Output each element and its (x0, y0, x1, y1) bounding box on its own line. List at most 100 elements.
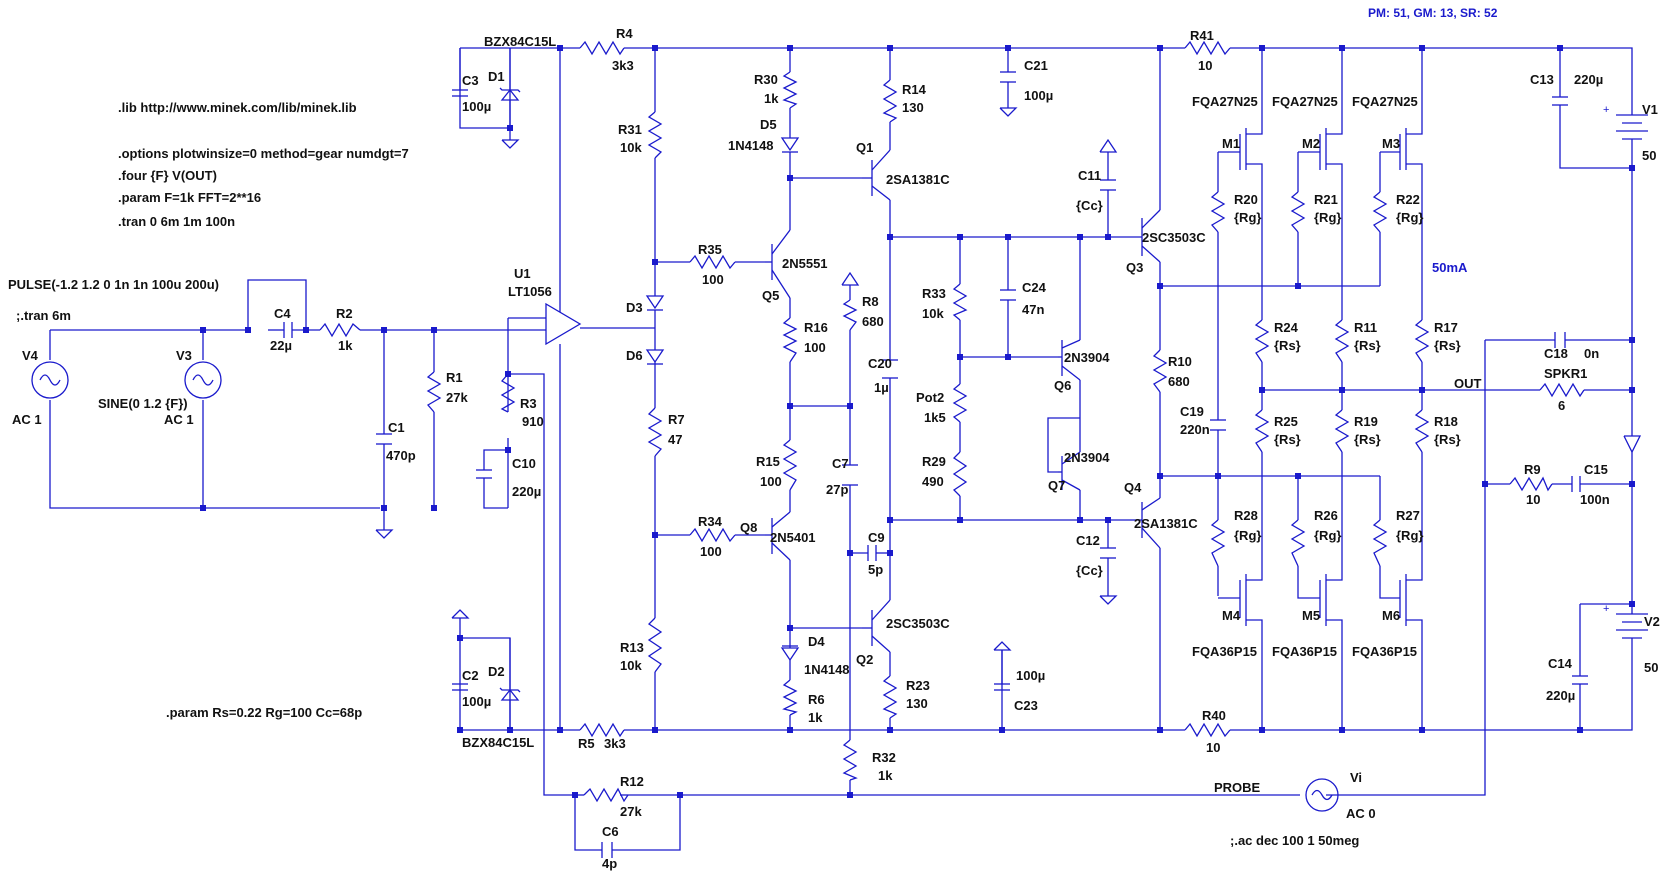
label-R4: R4 (616, 26, 633, 41)
label-C7-val: 27p (826, 482, 848, 497)
label-C18-val: 0n (1584, 346, 1599, 361)
label-R18: R18 (1434, 414, 1458, 429)
label-C13: C13 (1530, 72, 1554, 87)
label-C15-val: 100n (1580, 492, 1610, 507)
label-R32-val: 1k (878, 768, 893, 783)
resistor-R10 (1152, 349, 1168, 393)
directive-pulse[interactable]: PULSE(-1.2 1.2 0 1n 1n 100u 200u) (8, 277, 219, 292)
capacitor-C21 (1000, 71, 1016, 83)
label-V4-val: AC 1 (12, 412, 42, 427)
label-Q8-val: 2N5401 (770, 530, 816, 545)
source-V3 (184, 361, 222, 399)
label-R8: R8 (862, 294, 879, 309)
directive-ac-comment[interactable]: ;.ac dec 100 1 50meg (1230, 833, 1359, 848)
directive-tran[interactable]: .tran 0 6m 1m 100n (118, 214, 235, 229)
label-Q6: Q6 (1054, 378, 1071, 393)
label-C21: C21 (1024, 58, 1048, 73)
mosfet-M1 (1239, 128, 1263, 170)
capacitor-C10 (476, 469, 492, 479)
label-D2: D2 (488, 664, 505, 679)
plus-marker: + (1603, 603, 1609, 615)
label-R32: R32 (872, 750, 896, 765)
label-V1-val: 50 (1642, 148, 1656, 163)
label-current: 50mA (1432, 260, 1468, 275)
label-C12-val: {Cc} (1076, 563, 1103, 578)
label-C9: C9 (868, 530, 885, 545)
label-R35-val: 100 (702, 272, 724, 287)
label-R4-val: 3k3 (612, 58, 634, 73)
label-V1: V1 (1642, 102, 1658, 117)
resistor-R32 (842, 739, 858, 781)
label-Q7-val: 2N3904 (1064, 450, 1110, 465)
label-C11-val: {Cc} (1076, 198, 1103, 213)
label-Q4: Q4 (1124, 480, 1142, 495)
label-R15-val: 100 (760, 474, 782, 489)
label-C20: C20 (868, 356, 892, 371)
label-Q3: Q3 (1126, 260, 1143, 275)
bjt-Q6 (1058, 339, 1081, 381)
resistor-R29 (952, 451, 968, 497)
label-V2-val: 50 (1644, 660, 1658, 675)
label-R25-val: {Rs} (1274, 432, 1301, 447)
directive-four[interactable]: .four {F} V(OUT) (118, 168, 217, 183)
capacitor-C20 (882, 359, 898, 379)
label-R21-val: {Rg} (1314, 210, 1341, 225)
label-D4-val: 1N4148 (804, 662, 850, 677)
ground-4 (375, 529, 394, 539)
capacitor-C14 (1572, 675, 1588, 685)
capacitor-C13 (1552, 96, 1568, 106)
bjt-Q8 (765, 511, 791, 561)
resistor-R1 (426, 371, 442, 413)
capacitor-C15 (1571, 476, 1581, 492)
resistor-R24 (1254, 319, 1270, 363)
directive-lib[interactable]: .lib http://www.minek.com/lib/minek.lib (118, 100, 357, 115)
label-R9-val: 10 (1526, 492, 1540, 507)
label-R33-val: 10k (922, 306, 944, 321)
label-R34: R34 (698, 514, 723, 529)
capacitor-C24 (1000, 289, 1016, 301)
resistor-R5 (579, 722, 625, 738)
label-R19: R19 (1354, 414, 1378, 429)
label-R30-val: 1k (764, 91, 779, 106)
capacitor-C23 (994, 650, 1010, 691)
resistor-R21 (1290, 191, 1306, 233)
label-Vi-val: AC 0 (1346, 806, 1376, 821)
resistor-R35 (689, 254, 736, 270)
label-C14: C14 (1548, 656, 1573, 671)
bjt-Q5 (765, 229, 791, 299)
directive-param-f[interactable]: .param F=1k FFT=2**16 (118, 190, 261, 205)
label-R20-val: {Rg} (1234, 210, 1261, 225)
supply-arrow-1 (1099, 138, 1118, 153)
source-Vi (1305, 778, 1339, 812)
resistor-R15 (782, 439, 798, 491)
label-M2-val: FQA27N25 (1272, 94, 1338, 109)
label-C10-val: 220µ (512, 484, 541, 499)
label-R11: R11 (1354, 320, 1377, 335)
label-R15: R15 (756, 454, 780, 469)
diode-D5 (780, 130, 800, 153)
diode-D4 (780, 640, 800, 662)
mosfet-M5 (1319, 574, 1343, 626)
label-C20-val: 1µ (874, 380, 889, 395)
mosfet-M4 (1239, 574, 1263, 626)
directive-param-rs[interactable]: .param Rs=0.22 Rg=100 Cc=68p (166, 705, 362, 720)
capacitor-C1 (376, 433, 392, 445)
label-M4-val: FQA36P15 (1192, 644, 1257, 659)
bjt-Q7 (1058, 418, 1081, 491)
directive-tran-comment[interactable]: ;.tran 6m (16, 308, 71, 323)
label-C18: C18 (1544, 346, 1568, 361)
label-R14-val: 130 (902, 100, 924, 115)
label-R2-val: 1k (338, 338, 353, 353)
label-C4-val: 22µ (270, 338, 292, 353)
label-Q8: Q8 (740, 520, 757, 535)
label-R40: R40 (1202, 708, 1226, 723)
resistor-R28 (1210, 519, 1226, 567)
label-D3: D3 (626, 300, 643, 315)
resistor-R11 (1334, 319, 1350, 363)
zener-D1 (499, 48, 521, 128)
label-D2-val: BZX84C15L (462, 735, 534, 750)
resistor-R25 (1254, 409, 1270, 453)
directive-options[interactable]: .options plotwinsize=0 method=gear numdg… (118, 146, 409, 161)
mosfet-M3 (1399, 128, 1423, 170)
